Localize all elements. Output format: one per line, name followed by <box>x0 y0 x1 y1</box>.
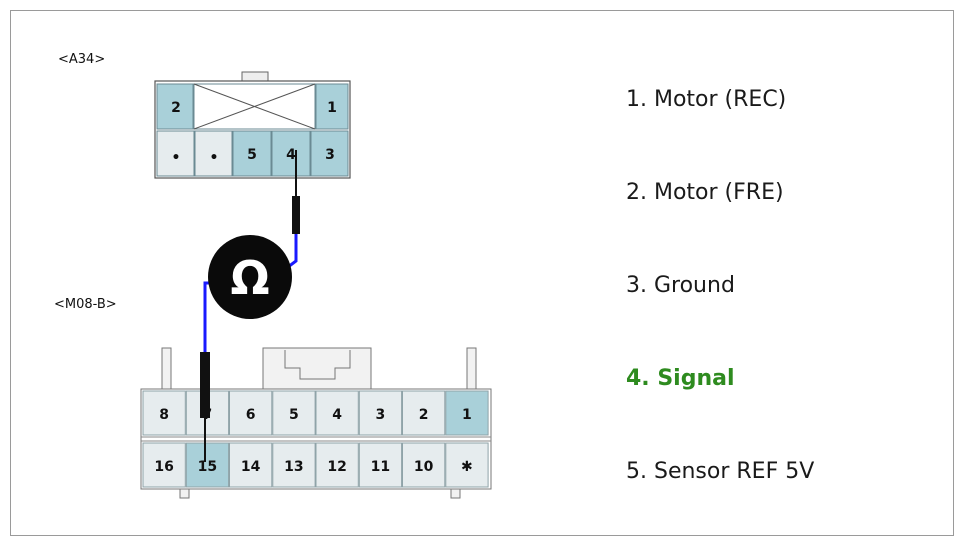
m08b-latch <box>262 347 372 389</box>
legend-item-1: 1. Motor (REC) <box>626 87 787 112</box>
m08b-pin-cell <box>272 390 316 436</box>
a34-pin-5-label: 5 <box>247 147 257 163</box>
connector-m08b-label: <M08-B> <box>54 297 117 312</box>
legend-item-2: 2. Motor (FRE) <box>626 180 784 205</box>
m08b-pin-label: 15 <box>198 459 217 475</box>
m08b-pin-label: 8 <box>159 407 169 423</box>
m08b-pin-label: 2 <box>419 407 429 423</box>
m08b-pin-cell <box>229 390 273 436</box>
m08b-pin-cell <box>402 442 446 488</box>
m08b-pin-label: 16 <box>154 459 173 475</box>
a34-latch <box>241 71 269 82</box>
diagram-frame <box>10 10 954 536</box>
m08b-pin-cell <box>445 390 489 436</box>
legend-item-3: 3. Ground <box>626 273 735 298</box>
a34-dot-cavity <box>156 130 195 177</box>
m08b-pin-cell <box>402 390 446 436</box>
m08b-pin-cell <box>142 442 186 488</box>
probe-handle-a34 <box>292 196 300 234</box>
a34-pin-5 <box>232 130 272 177</box>
m08b-pin-cell <box>358 442 403 488</box>
a34-pin-2 <box>156 83 194 130</box>
m08b-pin-label: 6 <box>246 407 256 423</box>
m08b-right-post <box>466 347 477 391</box>
legend-item-5: 5. Sensor REF 5V <box>626 459 815 484</box>
a34-pin-4-label: 4 <box>286 147 296 163</box>
m08b-pin-label: 13 <box>284 459 303 475</box>
m08b-pin-cell <box>315 390 359 436</box>
a34-cross-line <box>193 83 316 130</box>
m08b-pin-cell <box>185 442 230 488</box>
m08b-pin-label: 14 <box>241 459 261 475</box>
ohm-symbol: Ω <box>230 251 269 305</box>
meter-test-leads: Ω <box>200 150 300 462</box>
connector-m08b: 8765432116151413121110✱ <box>140 347 492 499</box>
m08b-pin-cell <box>142 390 186 436</box>
legend-item-4-highlighted: 4. Signal <box>626 366 735 391</box>
a34-dot-label: • <box>210 150 219 166</box>
m08b-latch-detail <box>284 350 351 380</box>
probe-handle-m08b <box>200 352 210 418</box>
a34-pin-1 <box>315 83 349 130</box>
a34-dot-cavity <box>194 130 233 177</box>
a34-pin-1-label: 1 <box>327 100 337 116</box>
m08b-pin-cell <box>358 390 403 436</box>
m08b-pin-label: 1 <box>462 407 472 423</box>
m08b-pin-label: 11 <box>371 459 390 475</box>
m08b-left-post <box>161 347 172 391</box>
m08b-pin-label: 3 <box>376 407 386 423</box>
m08b-pin-label: ✱ <box>461 459 473 475</box>
m08b-pin-cell <box>315 442 359 488</box>
m08b-pin-label: 4 <box>332 407 342 423</box>
ohmmeter-icon <box>208 235 292 319</box>
connector-a34: 2 1 • • 5 4 3 <box>154 71 351 179</box>
a34-pin-3-label: 3 <box>325 147 335 163</box>
connector-a34-label: <A34> <box>58 52 106 67</box>
m08b-pin-cell <box>445 442 489 488</box>
a34-pin-2-label: 2 <box>171 100 181 116</box>
m08b-pin-cell <box>272 442 316 488</box>
a34-pin-4 <box>271 130 311 177</box>
m08b-pin-label: 5 <box>289 407 299 423</box>
a34-dot-label: • <box>172 150 181 166</box>
m08b-pin-cell <box>229 442 273 488</box>
m08b-pin-label: 10 <box>414 459 434 475</box>
a34-pin-3 <box>310 130 349 177</box>
m08b-pin-label: 12 <box>327 459 346 475</box>
